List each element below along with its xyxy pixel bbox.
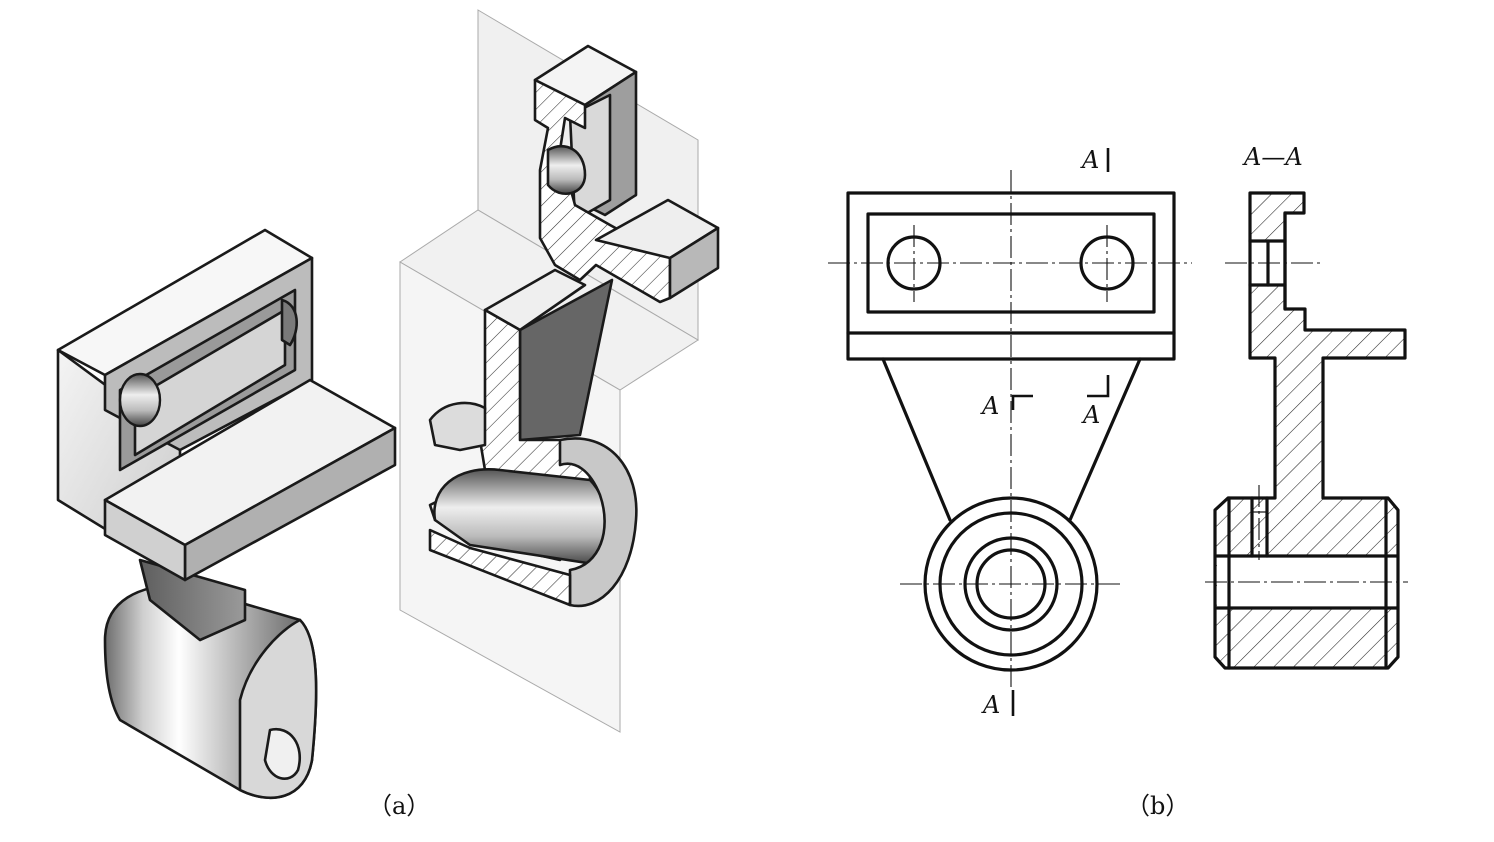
caption-b: （b） — [1126, 792, 1189, 820]
front-view: A A A A — [828, 146, 1192, 719]
iso-part-sectioned — [399, 9, 720, 733]
iso-part-left — [56, 228, 397, 800]
section-view: A—A — [1205, 143, 1408, 670]
caption-a: （a） — [368, 792, 430, 820]
section-view-title: A—A — [1242, 143, 1303, 171]
cut-arrow-right-label: A — [1081, 401, 1100, 429]
cut-mark-top: A — [1080, 146, 1099, 174]
cut-arrow-left-label: A — [980, 392, 999, 420]
cut-mark-bottom: A — [981, 691, 1000, 719]
